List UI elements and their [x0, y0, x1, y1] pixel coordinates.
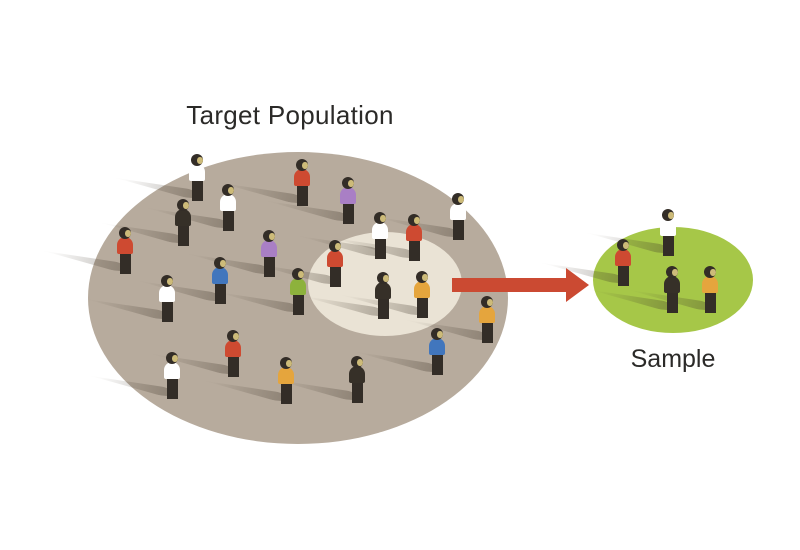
person-head — [662, 209, 674, 221]
person-face — [197, 156, 203, 164]
selected-subgroup-highlight — [308, 232, 462, 336]
person-face — [668, 211, 674, 219]
person-head — [191, 154, 203, 166]
arrow-shaft — [452, 278, 566, 292]
person-face — [458, 195, 464, 203]
target-population-label: Target Population — [186, 100, 394, 130]
sample-label: Sample — [630, 345, 716, 373]
arrow-head — [566, 268, 589, 302]
sample-ellipse — [593, 227, 753, 333]
